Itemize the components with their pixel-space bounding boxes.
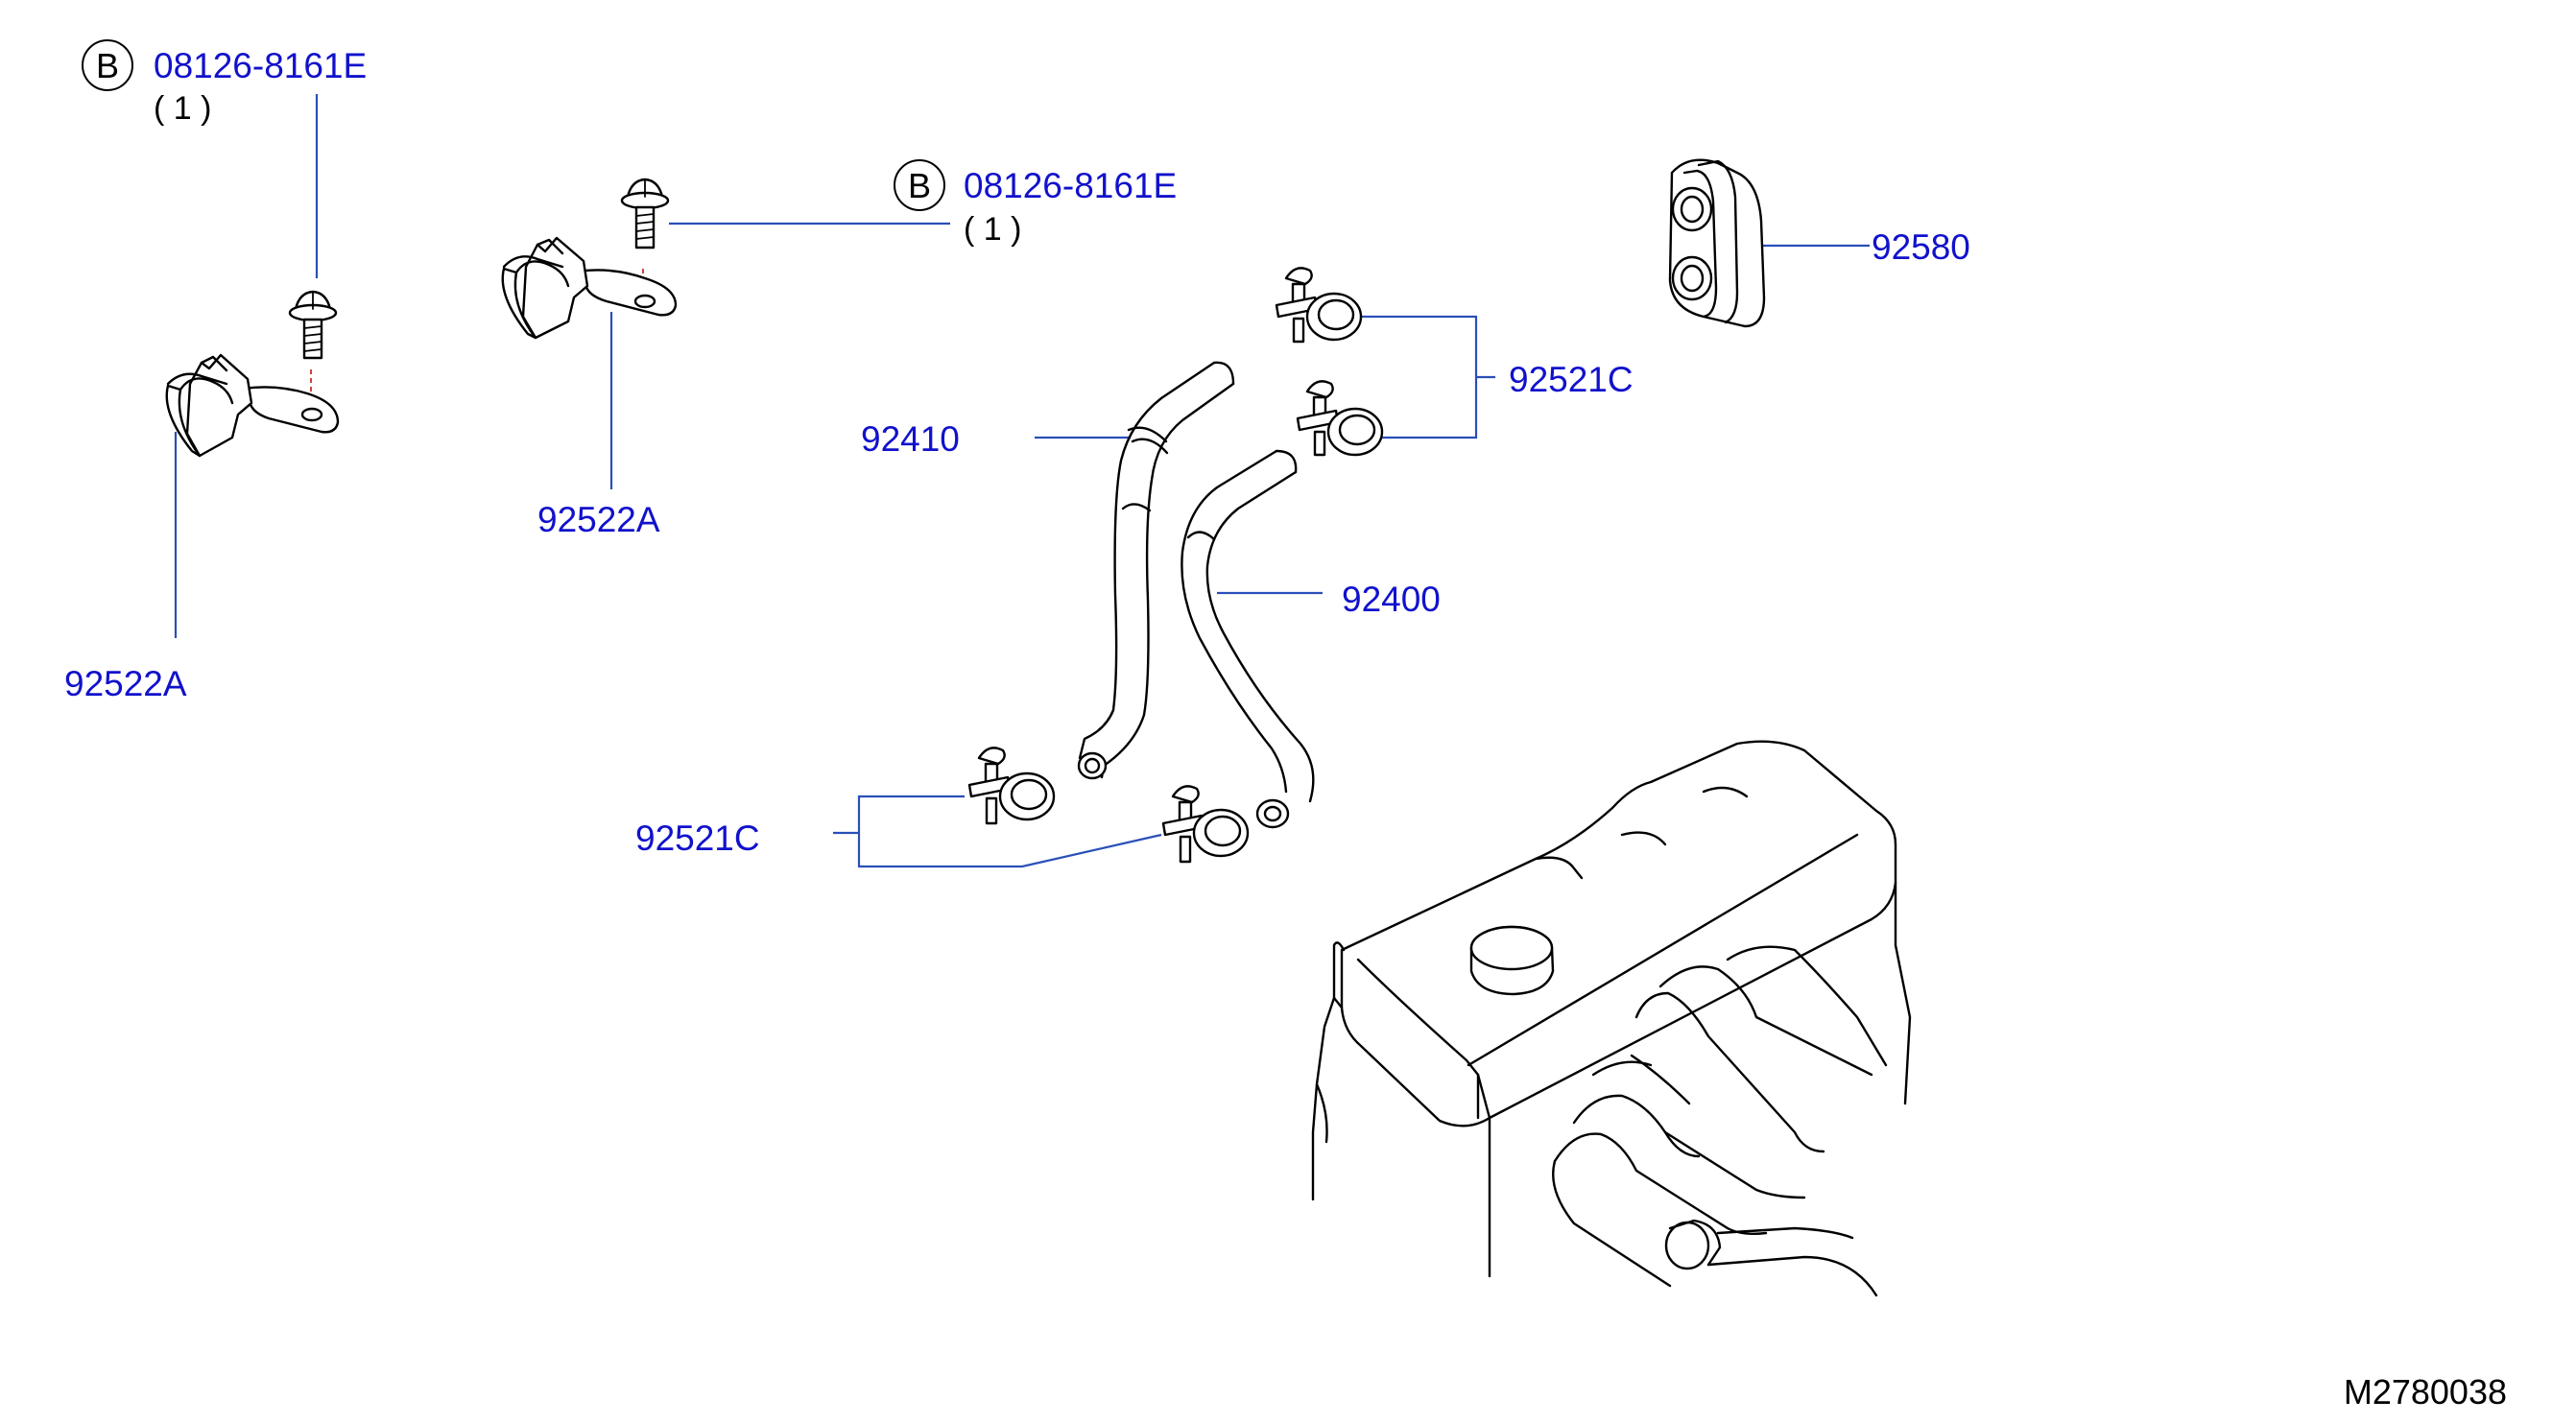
- bolt-b-icon: [620, 178, 670, 249]
- bracket-center-icon: [501, 236, 678, 340]
- hose-92410-icon: [1077, 361, 1235, 780]
- clamp-upper-2-icon: [1296, 380, 1384, 457]
- callout-badge-b: B: [908, 166, 931, 205]
- bolt-axis-lines: [310, 269, 644, 408]
- bolt-a-icon: [288, 290, 338, 360]
- callout-bolt-a: B 08126-8161E ( 1 ): [82, 39, 367, 127]
- hose-92400-icon: [1181, 449, 1315, 829]
- label-bracket-left: 92522A: [64, 664, 187, 703]
- label-hose-upper: 92410: [861, 419, 960, 459]
- callout-partno-b: 08126-8161E: [964, 166, 1177, 205]
- drawing-code: M2780038: [2344, 1372, 2507, 1412]
- label-grommet: 92580: [1872, 227, 1970, 267]
- label-hose-lower: 92400: [1342, 580, 1441, 619]
- clamp-lower-2-icon: [1161, 785, 1250, 864]
- label-clamps-right: 92521C: [1509, 360, 1634, 399]
- clamp-upper-1-icon: [1275, 267, 1363, 344]
- callout-badge-a: B: [96, 46, 119, 85]
- grommet-92580-icon: [1668, 158, 1766, 328]
- clamp-lower-1-icon: [967, 747, 1056, 825]
- callout-bolt-b: B 08126-8161E ( 1 ): [894, 159, 1177, 248]
- label-bracket-center: 92522A: [537, 500, 660, 539]
- callout-qty-b: ( 1 ): [964, 211, 1021, 248]
- leader-lines: [174, 94, 1870, 868]
- callout-partno-a: 08126-8161E: [154, 46, 367, 85]
- callout-qty-a: ( 1 ): [154, 90, 211, 127]
- engine-block-icon: [1311, 740, 1912, 1297]
- label-clamps-left: 92521C: [635, 819, 760, 858]
- bracket-left-icon: [165, 353, 340, 458]
